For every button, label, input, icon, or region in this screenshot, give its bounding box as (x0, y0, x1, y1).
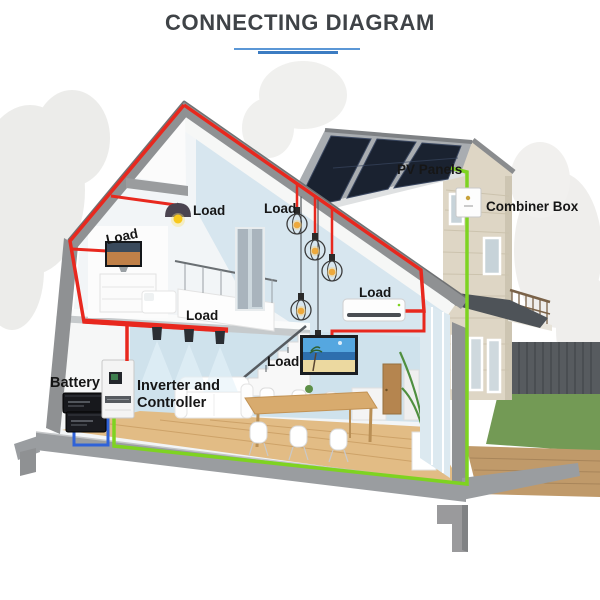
pv-panel (392, 142, 462, 189)
pv-panel (346, 138, 417, 199)
load-label-air-conditioner: Load (359, 285, 391, 300)
track-spotlights (140, 327, 238, 392)
cage-lamp (286, 207, 308, 235)
pv-panels-label: PV Panels (397, 162, 462, 177)
labels: PV Panels Combiner Box Battery Inverter … (50, 162, 579, 411)
porch-awning (450, 292, 548, 328)
load-label-tv-screen: Load (267, 354, 299, 369)
cage-lamp (321, 254, 343, 282)
roof-soffit (170, 111, 455, 315)
inverter-label-line2: Controller (137, 395, 207, 411)
page-title: CONNECTING DIAGRAM (165, 10, 435, 35)
dining-table (244, 391, 378, 415)
left-wall-beam (46, 238, 78, 434)
title-underline-accent (258, 51, 338, 54)
loads (105, 196, 406, 392)
ac-circuit-red (68, 103, 426, 361)
table-plant (305, 385, 313, 393)
battery-bank (62, 392, 107, 433)
structure-frame (14, 100, 580, 552)
interior (46, 110, 462, 485)
dining-chair (249, 421, 348, 451)
tv-screen (300, 335, 358, 375)
load-label-wall-tv: Load (105, 226, 140, 247)
dome-pendant-lamp (165, 202, 191, 227)
lawn (486, 394, 600, 452)
foundation-post-left (20, 448, 36, 476)
left-roof-beam (68, 101, 193, 248)
load-label-cage-lights: Load (264, 201, 296, 216)
bed (141, 290, 177, 314)
wood-floor (62, 411, 462, 485)
staircase (235, 325, 311, 397)
battery-wire-blue (72, 414, 110, 447)
right-roof-beam (177, 101, 468, 309)
attic-slab-edge (126, 178, 188, 196)
pv-wire-green (112, 166, 469, 486)
curtain-window (235, 227, 265, 311)
cage-lamp (304, 233, 326, 261)
right-cut-beam (452, 322, 466, 492)
inverter-display (111, 374, 118, 380)
far-roof-edge (471, 138, 516, 174)
inverter-label-line1: Inverter and (137, 378, 220, 394)
air-conditioner (342, 298, 406, 322)
battery-label: Battery (50, 375, 100, 391)
door-knob (385, 388, 388, 392)
dining-set (244, 385, 378, 463)
inverter-unit (101, 359, 135, 419)
pv-roof (283, 128, 473, 220)
stair-handrail (235, 325, 307, 385)
combiner-box (455, 187, 482, 218)
foundation-post-right (437, 505, 468, 552)
cage-lamp (290, 293, 312, 321)
page-header: CONNECTING DIAGRAM (0, 10, 600, 54)
title-underline (234, 48, 360, 50)
door (382, 363, 402, 415)
load-label-track-lights: Load (186, 308, 218, 323)
combiner-box-label: Combiner Box (486, 199, 579, 214)
wall-tv (105, 241, 142, 272)
wires-dc (72, 166, 469, 486)
wood-fence (504, 342, 600, 398)
load-label-dome-lamp: Load (193, 203, 225, 218)
floor-band-right (462, 463, 580, 500)
